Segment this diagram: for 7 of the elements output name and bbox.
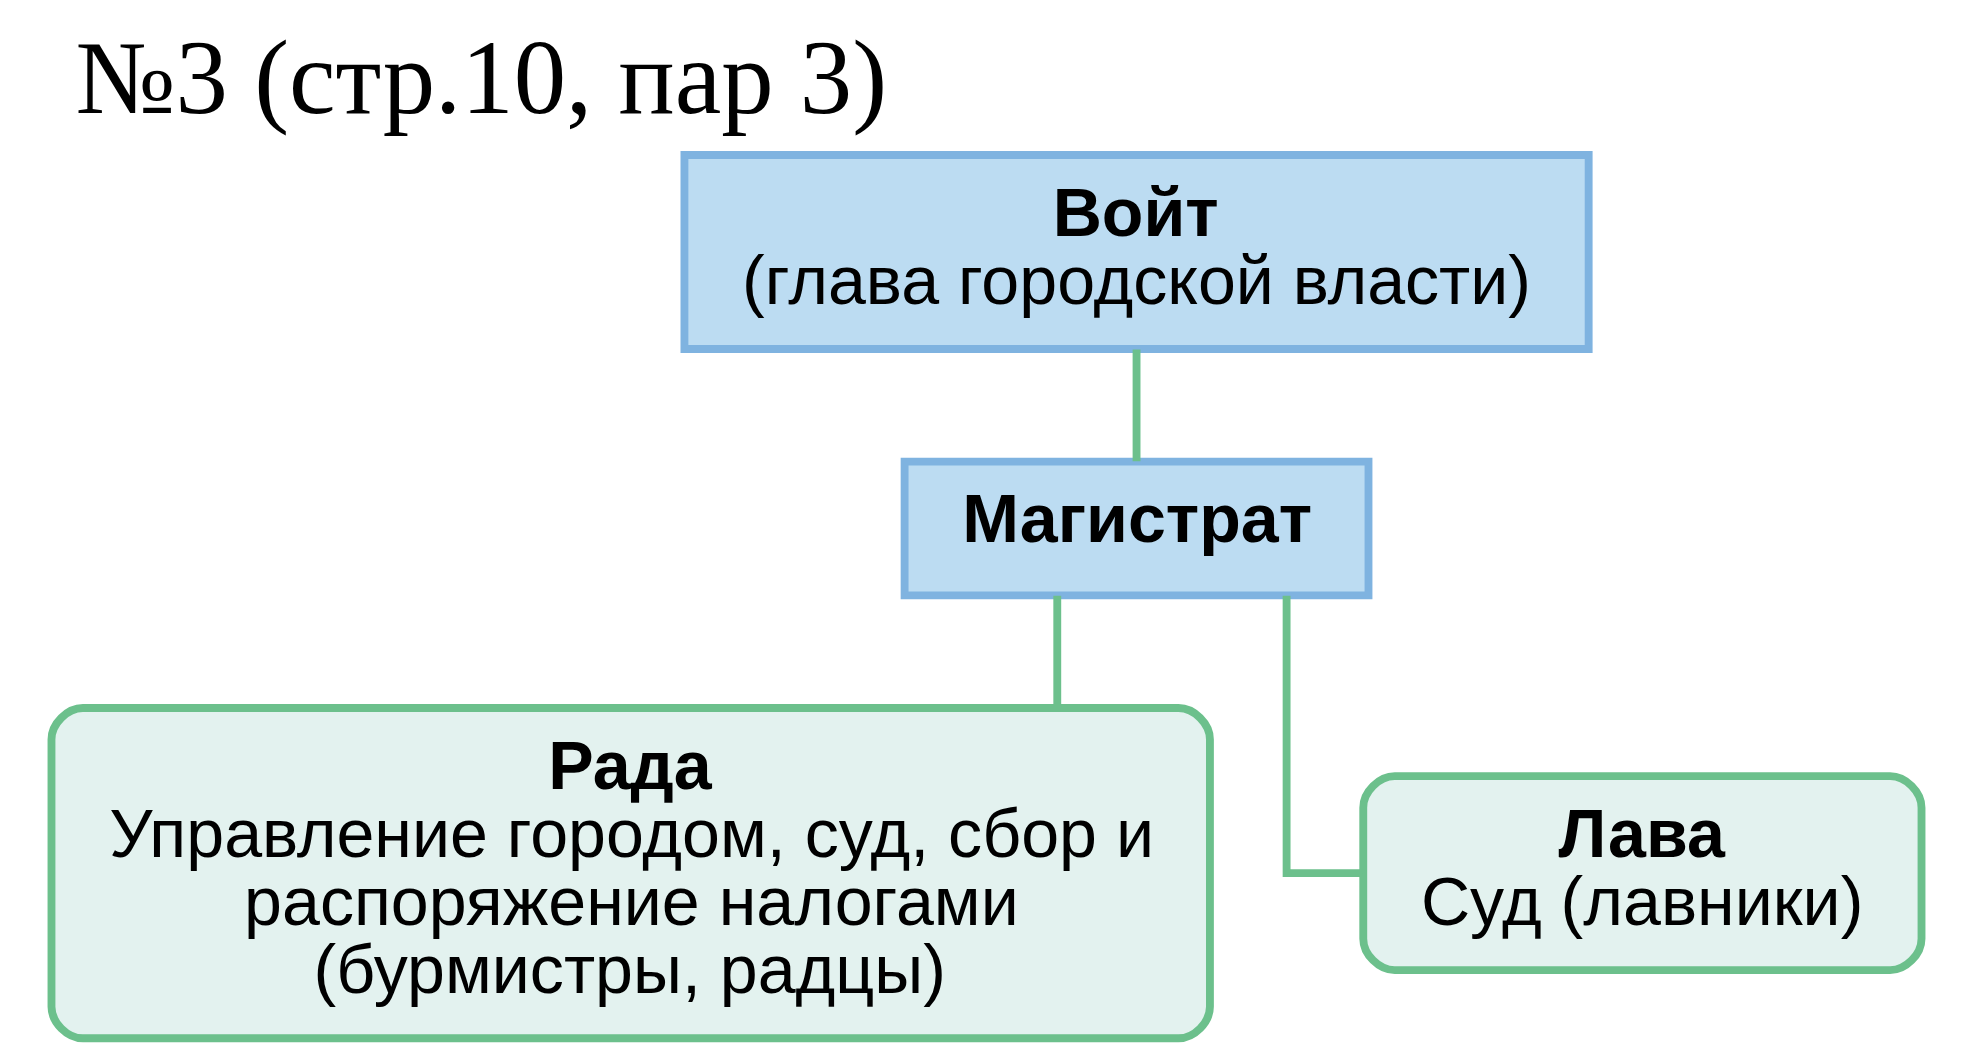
node-box: Магистрат bbox=[900, 457, 1373, 600]
node-box: Рада Управление городом, суд, сбор и распоряжение налогами (бурмистры, радцы) bbox=[47, 704, 1214, 1043]
diagram-title: №3 (стр.10, пар 3) bbox=[75, 20, 888, 137]
connector bbox=[1282, 595, 1363, 878]
node-box: Лава Суд (лавники) bbox=[1359, 772, 1926, 975]
node-box: Войт (глава городской власти) bbox=[680, 151, 1593, 353]
connector bbox=[1132, 349, 1141, 462]
